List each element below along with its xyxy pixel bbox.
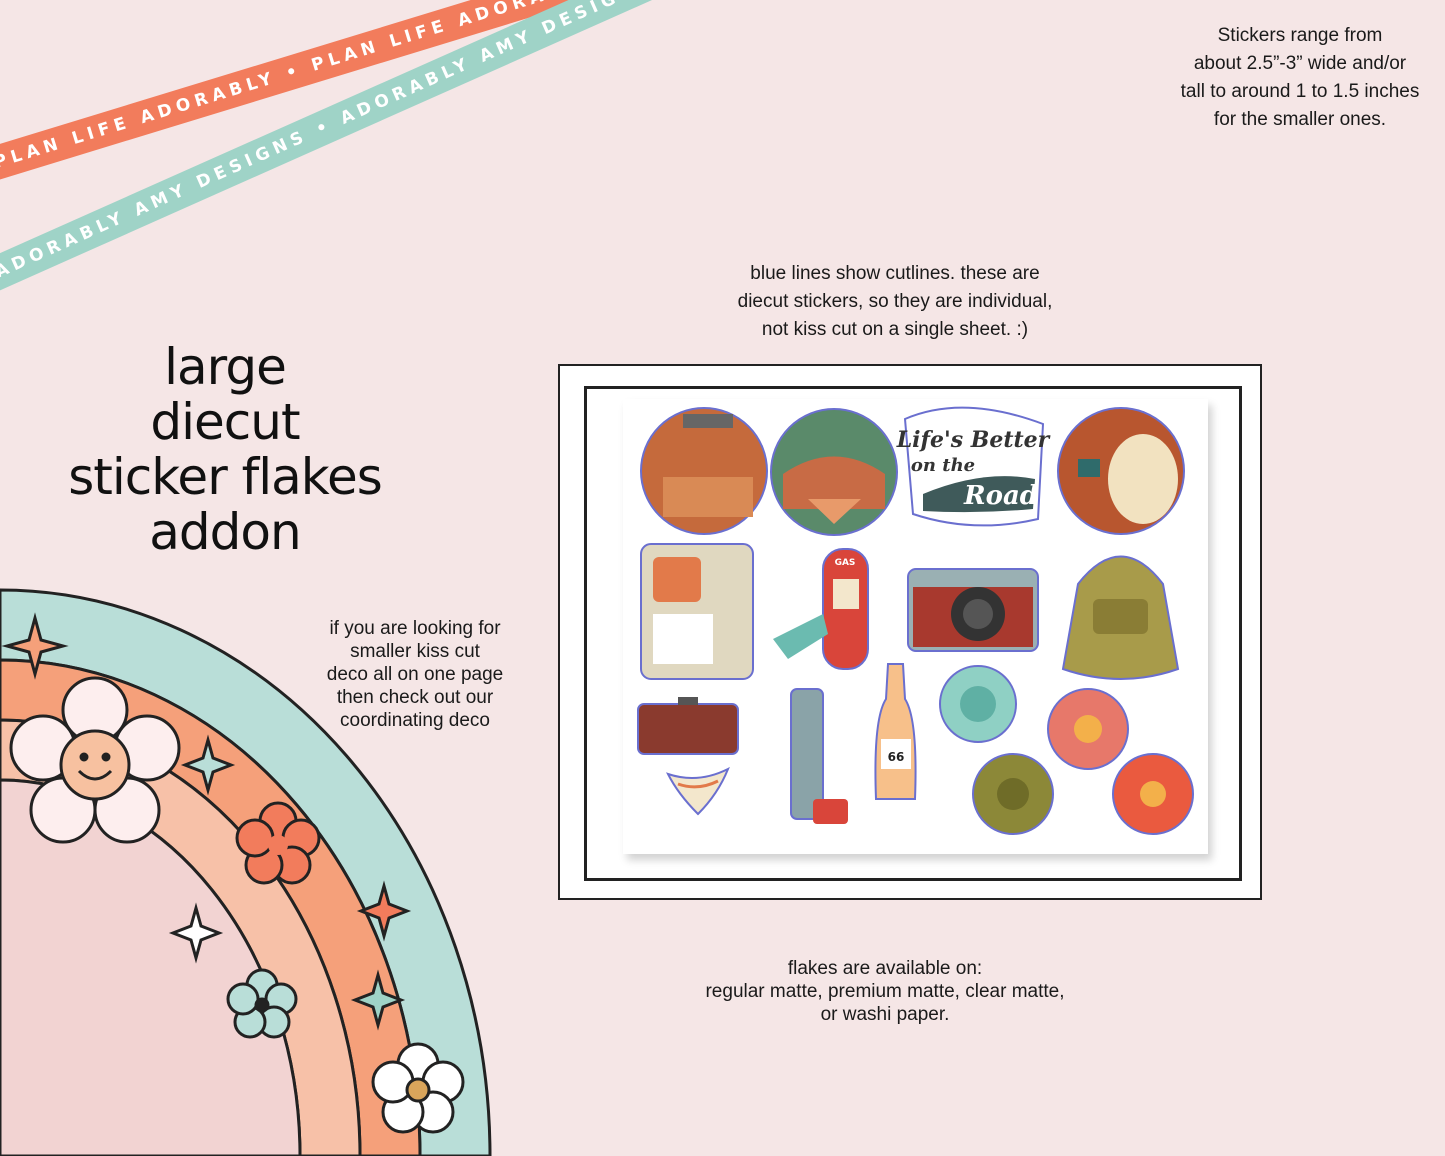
route-66-label: 66: [888, 750, 905, 764]
sticker-lettering-line: Road: [963, 481, 1038, 511]
title-line: large: [164, 338, 287, 396]
paper-line: regular matte, premium matte, clear matt…: [705, 981, 1065, 1002]
sticker-lettering-line: Life's Better: [896, 427, 1051, 453]
coordinating-deco-note: if you are looking for smaller kiss cut …: [300, 617, 530, 732]
deco-line: coordinating deco: [340, 710, 490, 731]
lifes-better-sticker: [903, 406, 1045, 527]
sticker-size-line: tall to around 1 to 1.5 inches: [1180, 81, 1420, 102]
pink-flower-sticker: [1047, 688, 1129, 770]
sparkle-icon: [1, 612, 69, 680]
suitcase-collage-sticker: [640, 543, 754, 680]
paper-options-note: flakes are available on: regular matte, …: [660, 957, 1110, 1026]
olive-succulent-sticker: [972, 753, 1054, 835]
red-flower-sticker: [1112, 753, 1194, 835]
gas-sign-label: GAS: [835, 558, 856, 568]
camera-sticker: [907, 568, 1039, 652]
paper-line: or washi paper.: [820, 1004, 950, 1025]
car-dash-sticker: [640, 407, 768, 535]
deco-line: then check out our: [336, 687, 494, 708]
orange-flower-icon: [235, 801, 321, 885]
cutline-line: diecut stickers, so they are individual,: [737, 291, 1053, 312]
title-line: diecut: [150, 393, 300, 451]
thermos-sticker: [790, 688, 848, 824]
sparkle-icon: [168, 902, 224, 964]
sticker-sheet-border: Life's Better on the Road: [584, 386, 1242, 881]
soda-bottle-sticker: [874, 663, 917, 800]
teal-flower-icon: [226, 968, 298, 1039]
cutline-line: not kiss cut on a single sheet. :): [761, 319, 1029, 340]
title-line: sticker flakes: [68, 448, 383, 506]
sticker-sheet: Life's Better on the Road: [623, 399, 1208, 854]
sticker-size-note: Stickers range from about 2.5”-3” wide a…: [1150, 22, 1445, 134]
sticker-size-line: for the smaller ones.: [1213, 109, 1387, 130]
paper-line: flakes are available on:: [787, 958, 983, 979]
cutline-note: blue lines show cutlines. these are diec…: [680, 260, 1110, 344]
sticker-size-line: Stickers range from: [1217, 25, 1383, 46]
smiley-flower-icon: [9, 676, 181, 844]
dog-roadtrip-sticker: [1057, 407, 1185, 535]
canyon-hammock-sticker: [770, 408, 898, 536]
cutline-line: blue lines show cutlines. these are: [750, 263, 1040, 284]
rainbow-illustration: [0, 588, 492, 1156]
deco-line: smaller kiss cut: [350, 641, 480, 662]
sticker-lettering-line: on the: [911, 455, 975, 476]
sticker-sheet-art: Life's Better on the Road: [637, 406, 1194, 835]
gas-pump-sticker: [773, 548, 869, 670]
title-line: addon: [149, 503, 301, 561]
sparkle-icon: [180, 734, 236, 796]
deco-line: deco all on one page: [326, 664, 504, 685]
sticker-size-line: about 2.5”-3” wide and/or: [1193, 53, 1407, 74]
white-flower-icon: [371, 1042, 465, 1134]
backpack-sticker: [1061, 555, 1180, 680]
product-title: large diecut sticker flakes addon: [40, 340, 410, 560]
sticker-sheet-frame: Life's Better on the Road: [558, 364, 1262, 900]
sparkle-icon: [350, 969, 406, 1031]
sparkle-icon: [356, 880, 412, 942]
vintage-suitcase-sticker: [637, 697, 739, 755]
bandana-sticker: [666, 766, 730, 816]
deco-line: if you are looking for: [329, 618, 501, 639]
teal-succulent-sticker: [939, 665, 1017, 743]
